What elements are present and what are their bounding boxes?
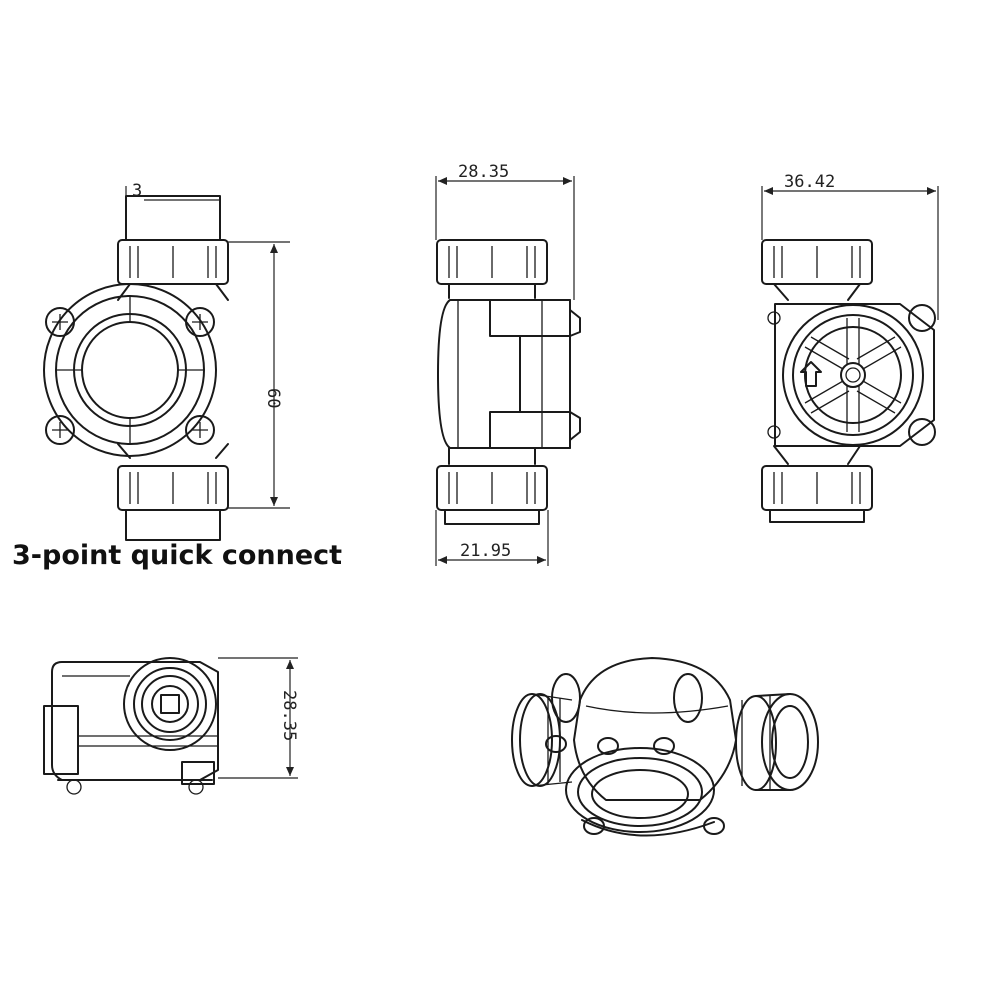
front-view: 3 60 — [43, 181, 290, 541]
dim-bottom-height: 28.35 — [279, 690, 299, 741]
bottom-view: 28.35 — [43, 657, 299, 795]
dim-back-width: 36.42 — [784, 172, 835, 192]
dim-front-height: 60 — [263, 388, 283, 408]
dim-side-bottom-width: 21.95 — [460, 541, 511, 561]
caption-label: 3-point quick connect — [12, 540, 343, 571]
rear-view: 36.42 — [761, 172, 939, 523]
dim-front-thread: 3 — [132, 181, 142, 201]
isometric-view — [511, 657, 819, 837]
side-view: 28.35 21.95 — [435, 162, 581, 566]
dim-side-top-width: 28.35 — [458, 162, 509, 182]
